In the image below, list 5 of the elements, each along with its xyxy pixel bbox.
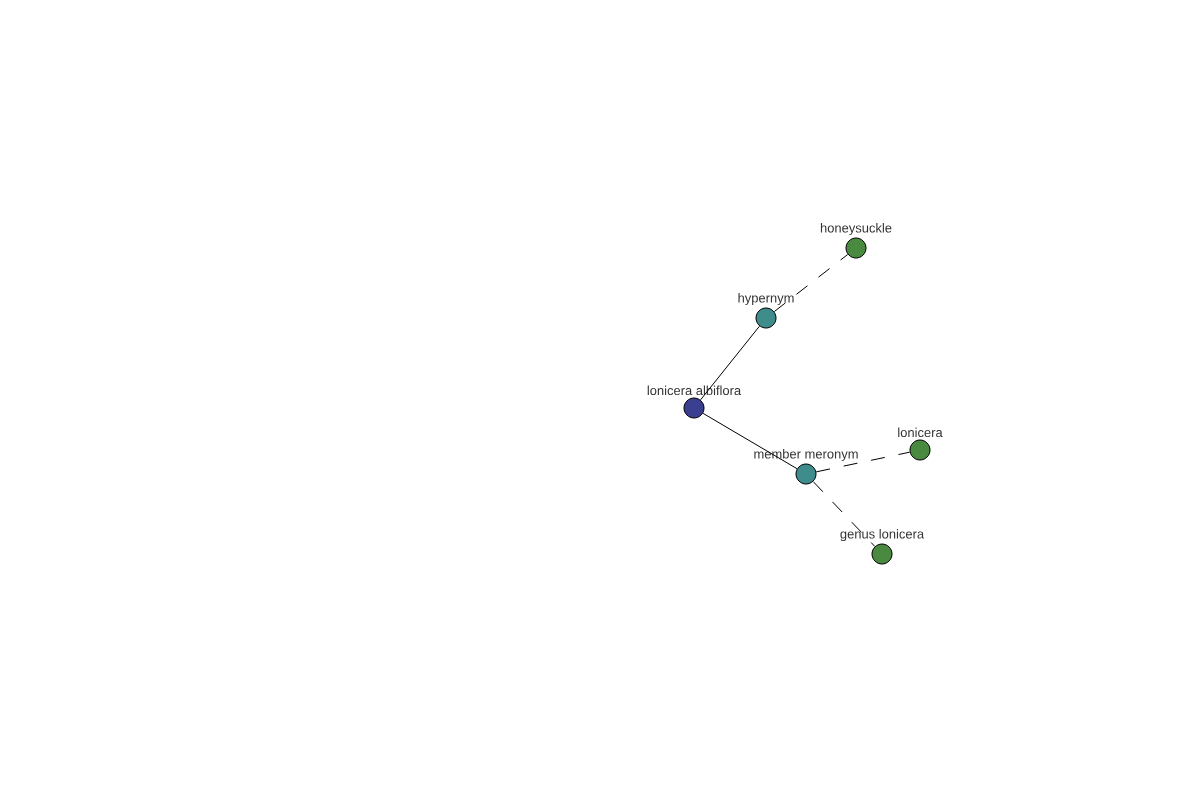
connector-line: [773, 253, 849, 313]
connector-line: [815, 451, 911, 473]
connector-line: [702, 412, 798, 470]
connector-line: [700, 325, 760, 401]
connector-line: [812, 481, 876, 547]
